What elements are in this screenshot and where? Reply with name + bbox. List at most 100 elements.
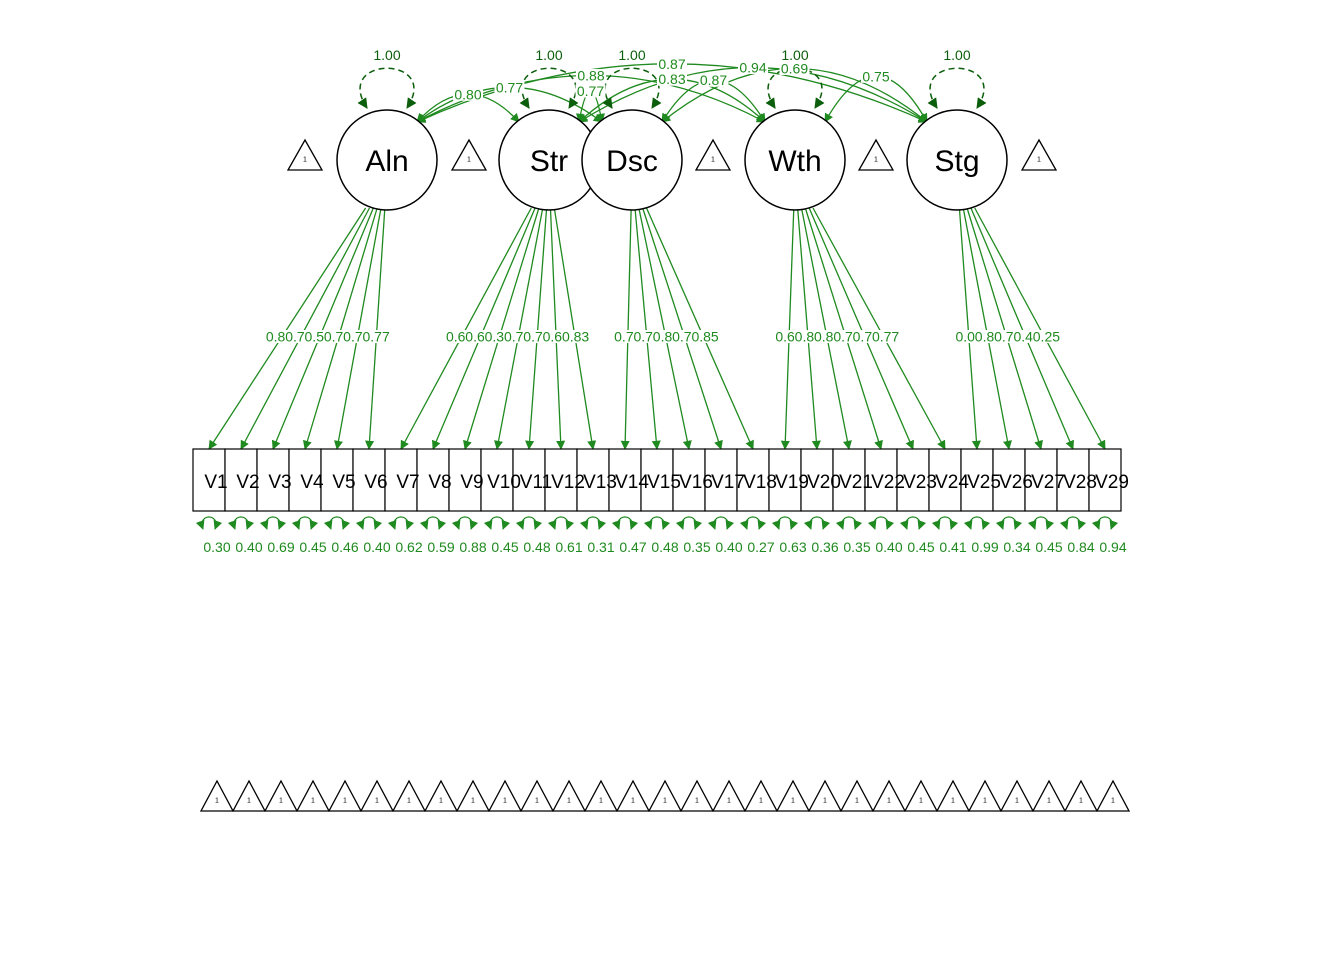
residual-label-V7: 0.62 — [395, 539, 422, 555]
residual-label-V25: 0.99 — [971, 539, 998, 555]
variance-Wth-bg — [778, 47, 812, 61]
observed-intercept-V9-label: 1 — [471, 798, 475, 805]
observed-intercept-V19-label: 1 — [791, 798, 795, 805]
observed-intercept-V16-label: 1 — [695, 798, 699, 805]
intercept-triangle-Str-label: 1 — [467, 157, 471, 164]
loading-Wth-V21 — [800, 207, 852, 450]
observed-intercept-V13 — [583, 779, 619, 812]
observed-label-V22: V22 — [871, 472, 905, 493]
loading-Wth-V23 — [808, 207, 914, 450]
loading-label-V24: 0.77 — [872, 329, 899, 345]
observed-label-V17: V17 — [711, 472, 745, 493]
loading-Str-V7 — [400, 207, 532, 450]
observed-label-V27: V27 — [1031, 472, 1065, 493]
residual-label-V1: 0.30 — [203, 539, 230, 555]
covariance-Str-Dsc-bg — [575, 84, 606, 98]
loading-Dsc-V17 — [642, 207, 723, 450]
observed-intercept-V1-label: 1 — [215, 798, 219, 805]
residual-loop-V11 — [515, 516, 543, 530]
observed-box-V19 — [768, 448, 802, 512]
residual-label-V28: 0.84 — [1067, 539, 1094, 555]
observed-intercept-V28-label: 1 — [1079, 798, 1083, 805]
observed-box-V28 — [1056, 448, 1090, 512]
observed-intercept-V2-label: 1 — [247, 798, 251, 805]
observed-intercept-V11 — [519, 779, 555, 812]
loading-Wth-V20 — [796, 207, 821, 450]
residual-label-V5: 0.46 — [331, 539, 358, 555]
residual-label-V16: 0.35 — [683, 539, 710, 555]
observed-box-V20 — [800, 448, 834, 512]
residual-loop-V12 — [547, 516, 575, 530]
covariance-Str-Wth-bg — [657, 72, 687, 86]
observed-label-V10: V10 — [487, 472, 521, 493]
residual-loop-V27 — [1027, 516, 1055, 530]
observed-intercept-V25-label: 1 — [983, 798, 987, 805]
residual-loop-V1 — [195, 516, 223, 530]
loading-Aln-V3 — [271, 207, 374, 450]
residual-loop-V29 — [1091, 516, 1119, 530]
loading-Wth-V24 — [812, 207, 946, 450]
residual-label-V17: 0.40 — [715, 539, 742, 555]
loading-Dsc-V14 — [620, 207, 632, 450]
residual-loop-V15 — [643, 516, 671, 530]
observed-box-V27 — [1024, 448, 1058, 512]
loading-Dsc-V18-bg — [691, 330, 720, 344]
covariance-label-Aln-Wth: 0.88 — [577, 68, 604, 84]
covariance-Wth-Stg-bg — [861, 69, 891, 83]
observed-label-V4: V4 — [300, 472, 324, 493]
covariance-Aln-Wth-bg — [576, 69, 606, 83]
latent-label-Aln: Aln — [365, 145, 408, 178]
variance-label-Aln: 1.00 — [373, 47, 400, 63]
loading-Stg-V25 — [958, 207, 981, 450]
residual-label-V4: 0.45 — [299, 539, 326, 555]
latent-node-Dsc — [581, 109, 683, 211]
latent-node-Aln — [336, 109, 438, 211]
covariance-Aln-Dsc-bg — [494, 80, 525, 94]
residual-loop-V28 — [1059, 516, 1087, 530]
residual-label-V2: 0.40 — [235, 539, 262, 555]
observed-box-V1 — [192, 448, 226, 512]
residual-loop-V21 — [835, 516, 863, 530]
observed-box-V22 — [864, 448, 898, 512]
covariance-label-Str-Wth: 0.83 — [658, 71, 685, 87]
loading-label-V29: 0.25 — [1033, 329, 1060, 345]
residual-loop-V2 — [227, 516, 255, 530]
covariance-label-Str-Stg: 0.94 — [739, 60, 766, 76]
observed-box-V10 — [480, 448, 514, 512]
residual-label-V8: 0.59 — [427, 539, 454, 555]
loading-Str-V9 — [463, 207, 540, 450]
observed-intercept-V23-label: 1 — [919, 798, 923, 805]
loading-layer — [208, 207, 1106, 450]
residual-loop-V9 — [451, 516, 479, 530]
residual-loop-V4 — [291, 516, 319, 530]
covariance-label-Aln-Stg: 0.87 — [658, 56, 685, 72]
observed-label-V18: V18 — [743, 472, 777, 493]
loading-Str-V13-bg — [561, 330, 590, 344]
covariance-label-Aln-Str: 0.80 — [454, 86, 481, 102]
loading-Str-V11 — [525, 207, 548, 450]
covariance-Aln-Str-bg — [453, 87, 483, 101]
residual-label-V29: 0.94 — [1099, 539, 1126, 555]
observed-intercept-V4-label: 1 — [311, 798, 315, 805]
variance-Dsc-bg — [615, 47, 649, 61]
residual-label-V13: 0.31 — [587, 539, 614, 555]
covariance-label-Str-Dsc: 0.77 — [577, 83, 604, 99]
residual-label-V27: 0.45 — [1035, 539, 1062, 555]
latent-label-Stg: Stg — [934, 145, 979, 178]
observed-label-V15: V15 — [647, 472, 681, 493]
residual-label-V14: 0.47 — [619, 539, 646, 555]
observed-label-V11: V11 — [520, 472, 552, 493]
observed-box-V9 — [448, 448, 482, 512]
residual-loop-V14 — [611, 516, 639, 530]
observed-intercept-V2 — [231, 779, 267, 812]
loading-Dsc-V16 — [638, 207, 692, 450]
observed-intercept-V14-label: 1 — [631, 798, 635, 805]
variance-label-Wth: 1.00 — [781, 47, 808, 63]
observed-intercept-V26 — [999, 779, 1035, 812]
observed-box-V25 — [960, 448, 994, 512]
intercept-triangle-Dsc — [694, 138, 732, 171]
residual-layer — [195, 516, 1119, 530]
observed-intercept-V3 — [263, 779, 299, 812]
loading-Str-V13 — [553, 207, 597, 450]
